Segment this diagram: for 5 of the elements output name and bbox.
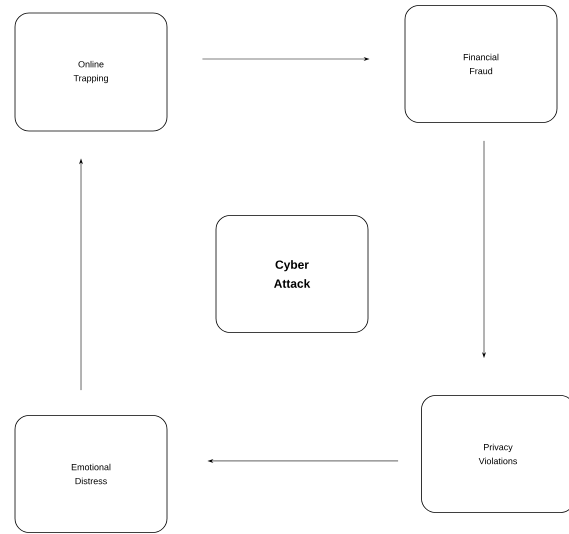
- process-box: Privacy Violations: [421, 395, 569, 513]
- process-box: Online Trapping: [14, 12, 168, 132]
- process-box: Financial Fraud: [404, 5, 558, 123]
- process-box: Cyber Attack: [216, 215, 368, 333]
- process-box: Emotional Distress: [14, 415, 168, 533]
